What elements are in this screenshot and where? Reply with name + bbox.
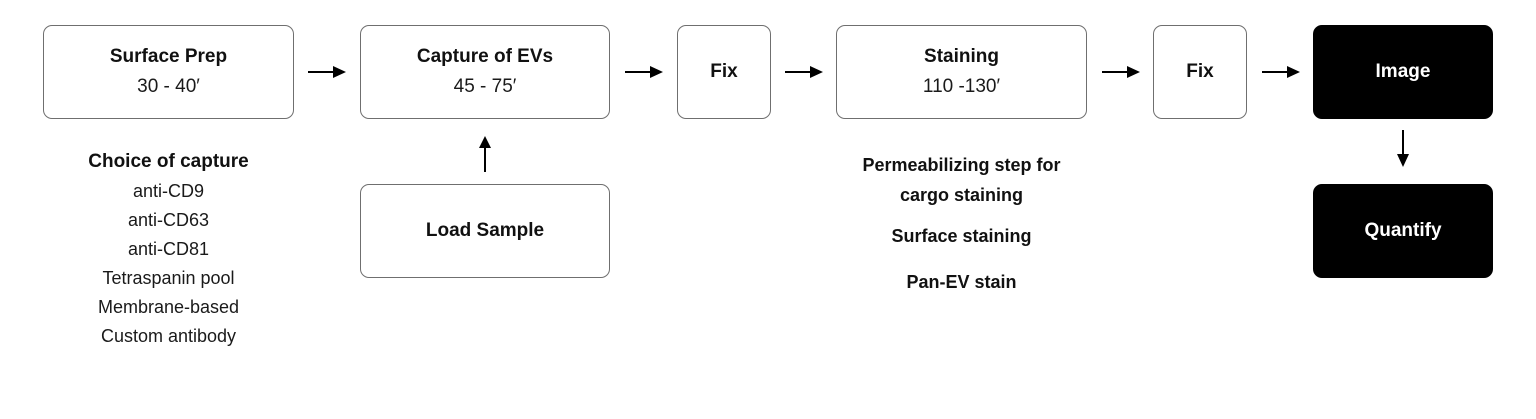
step-duration: 110 -130′ <box>922 76 1001 97</box>
step-duration: 30 - 40′ <box>137 76 200 97</box>
capture-option: anti-CD63 <box>127 210 210 230</box>
step-fix-2: Fix <box>1153 25 1247 119</box>
staining-option: Pan-EV stain <box>906 272 1017 292</box>
step-surface-prep: Surface Prep 30 - 40′ <box>43 25 294 119</box>
step-title: Capture of EVs <box>416 46 554 67</box>
step-capture-evs: Capture of EVs 45 - 75′ <box>360 25 610 119</box>
capture-option: anti-CD9 <box>132 181 205 201</box>
staining-option: Permeabilizing step for cargo staining <box>862 155 1061 205</box>
arrow-right-icon <box>307 64 347 80</box>
step-quantify: Quantify <box>1313 184 1493 278</box>
arrow-up-icon <box>477 135 493 173</box>
capture-option: Membrane-based <box>97 297 240 317</box>
step-duration: 45 - 75′ <box>453 76 517 97</box>
step-load-sample: Load Sample <box>360 184 610 278</box>
arrow-right-icon <box>784 64 824 80</box>
step-staining: Staining 110 -130′ <box>836 25 1087 119</box>
capture-options-heading: Choice of capture <box>88 151 249 172</box>
step-title: Fix <box>1186 61 1214 82</box>
arrow-right-icon <box>1261 64 1301 80</box>
arrow-right-icon <box>624 64 664 80</box>
step-fix-1: Fix <box>677 25 771 119</box>
staining-option: Surface staining <box>891 226 1032 246</box>
staining-options: Permeabilizing step for cargo staining S… <box>836 145 1087 294</box>
capture-options: Choice of capture anti-CD9 anti-CD63 ant… <box>43 150 294 348</box>
step-title: Image <box>1375 61 1431 82</box>
capture-option: anti-CD81 <box>127 239 210 259</box>
step-title: Surface Prep <box>109 46 228 67</box>
step-title: Quantify <box>1364 220 1442 241</box>
step-image: Image <box>1313 25 1493 119</box>
capture-option: Tetraspanin pool <box>102 268 235 288</box>
step-title: Staining <box>924 46 999 67</box>
arrow-right-icon <box>1101 64 1141 80</box>
capture-option: Custom antibody <box>100 326 237 346</box>
step-title: Fix <box>710 61 738 82</box>
step-title: Load Sample <box>425 220 545 241</box>
arrow-down-icon <box>1395 129 1411 169</box>
